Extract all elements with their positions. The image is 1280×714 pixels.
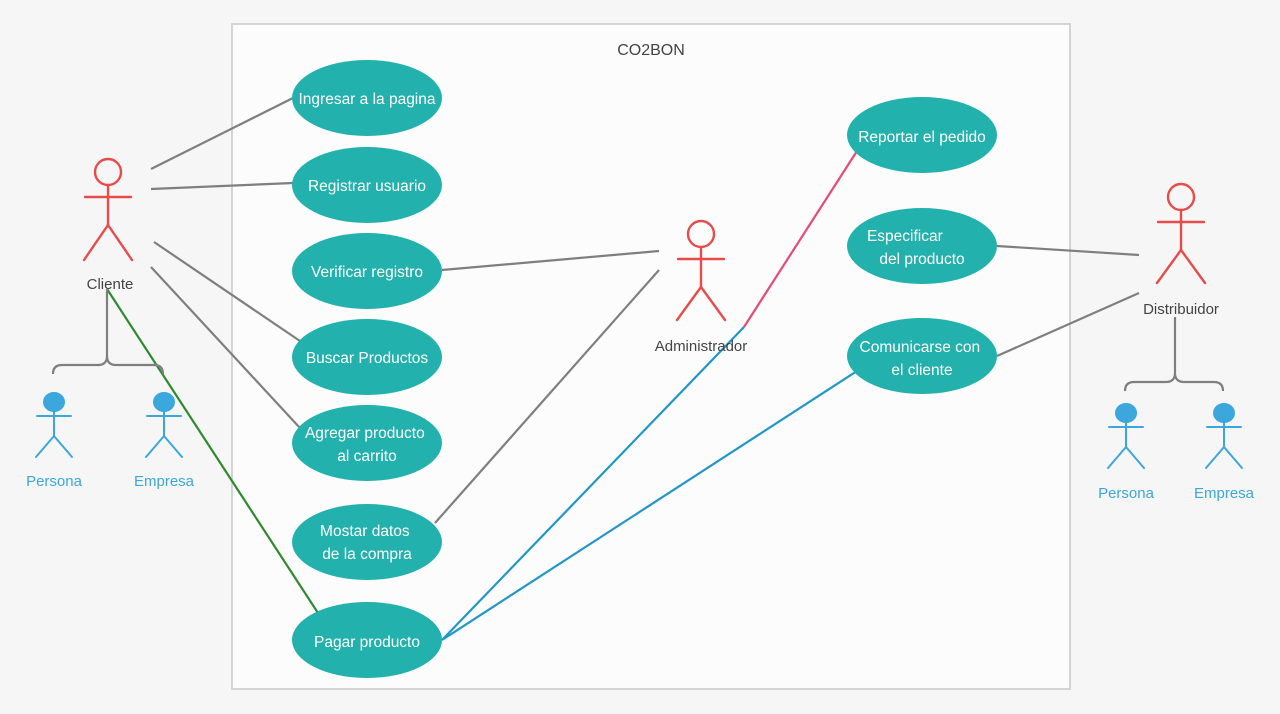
assoc-distribuidor-comunicarse [996,291,1140,358]
generalization-brace-cliente [51,289,165,375]
assoc-admin-pagar [441,326,745,641]
generalization-brace-distribuidor [1123,317,1225,392]
use-case-registrar-label: Registrar usuario [308,178,426,195]
use-case-registrar[interactable]: Registrar usuario [292,147,442,223]
actor-administrador[interactable] [675,219,727,322]
assoc-distribuidor-especificar [996,244,1140,257]
use-case-pagar-label: Pagar producto [314,634,420,651]
actor-cliente-label: Cliente [87,276,134,293]
use-case-ingresar[interactable]: Ingresar a la pagina [292,60,442,136]
actor-distribuidor-persona-label: Persona [1098,485,1155,502]
actor-administrador-label: Administrador [655,338,748,355]
actor-distribuidor[interactable] [1155,182,1207,285]
use-case-reportar[interactable]: Reportar el pedido [847,97,997,173]
use-case-comunicarse-label: Comunicarse con el cliente [860,339,985,379]
actor-cliente-persona-label: Persona [26,473,83,490]
actor-distribuidor-empresa[interactable] [1205,403,1243,469]
assoc-cliente-agregar [150,266,301,429]
use-case-verificar-label: Verificar registro [311,264,423,281]
actor-distribuidor-empresa-label: Empresa [1194,485,1255,502]
use-case-reportar-label: Reportar el pedido [858,129,986,146]
use-case-ingresar-label: Ingresar a la pagina [298,91,435,108]
assoc-admin-mostrar [434,269,660,524]
actor-distribuidor-label: Distribuidor [1143,301,1219,318]
system-title: CO2BON [617,42,685,59]
assoc-cliente-ingresar [150,97,294,170]
use-case-especificar-label: Especificar del producto [867,228,965,268]
assoc-admin-verificar [441,249,660,272]
actor-cliente[interactable] [82,157,134,262]
use-case-especificar[interactable]: Especificar del producto [847,208,997,284]
use-case-agregar-label: Agregar producto al carrito [305,425,429,465]
use-case-pagar[interactable]: Pagar producto [292,602,442,678]
assoc-comunicarse-pagar [441,370,858,641]
assoc-cliente-buscar [153,241,301,342]
assoc-cliente-registrar [150,181,294,191]
use-case-comunicarse[interactable]: Comunicarse con el cliente [847,318,997,394]
use-case-agregar[interactable]: Agregar producto al carrito [292,405,442,481]
actor-distribuidor-persona[interactable] [1107,403,1145,469]
use-case-mostrar[interactable]: Mostar datos de la compra [292,504,442,580]
use-case-buscar-label: Buscar Productos [306,350,429,367]
use-case-verificar[interactable]: Verificar registro [292,233,442,309]
assoc-admin-reportar [743,150,858,328]
use-case-buscar[interactable]: Buscar Productos [292,319,442,395]
actor-cliente-empresa-label: Empresa [134,473,195,490]
assoc-cliente-pagar [106,288,319,614]
use-case-mostrar-label: Mostar datos de la compra [320,523,414,563]
actor-cliente-persona[interactable] [35,392,73,458]
actor-cliente-empresa[interactable] [145,392,183,458]
associations [106,97,1140,641]
